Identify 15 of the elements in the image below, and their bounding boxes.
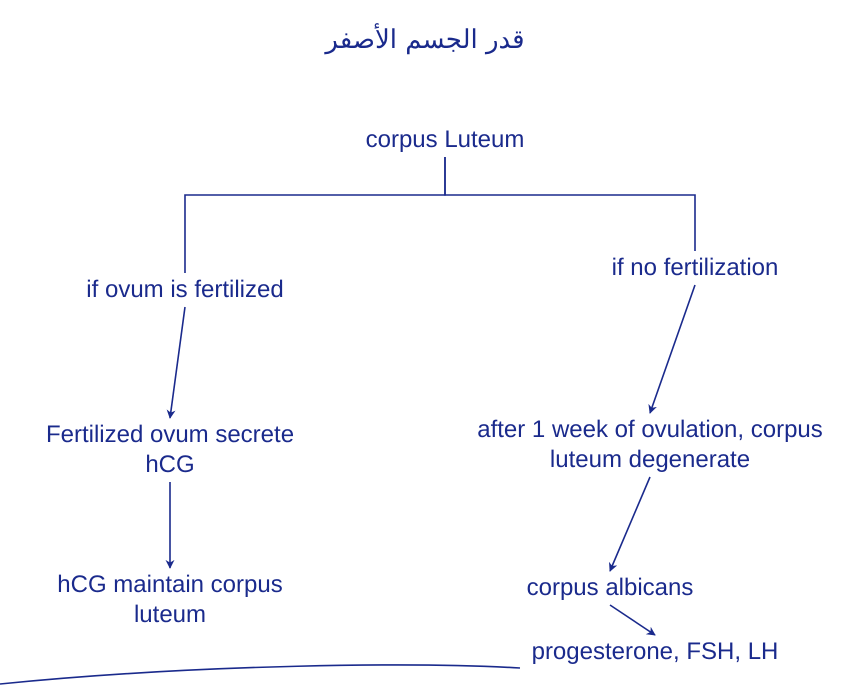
flow-text: after 1 week of ovulation, corpus luteum degenerate [465, 413, 835, 477]
arrow [166, 482, 174, 569]
arrow [648, 284, 696, 414]
arrow [166, 306, 186, 419]
flow-text: progesterone, FSH, LH [475, 635, 835, 669]
bracket-line [444, 157, 696, 251]
flow-text: hCG maintain corpus luteum [20, 568, 320, 632]
flow-text: if ovum is fertilized [50, 273, 320, 307]
flow-text: if no fertilization [525, 251, 865, 285]
title: قدر الجسم الأصفر [325, 25, 525, 55]
flow-text: corpus Luteum [350, 123, 540, 157]
arrow [610, 604, 656, 636]
flow-text: Fertilized ovum secrete hCG [20, 418, 320, 482]
flow-text: corpus albicans [460, 571, 760, 605]
arrow [609, 476, 651, 572]
